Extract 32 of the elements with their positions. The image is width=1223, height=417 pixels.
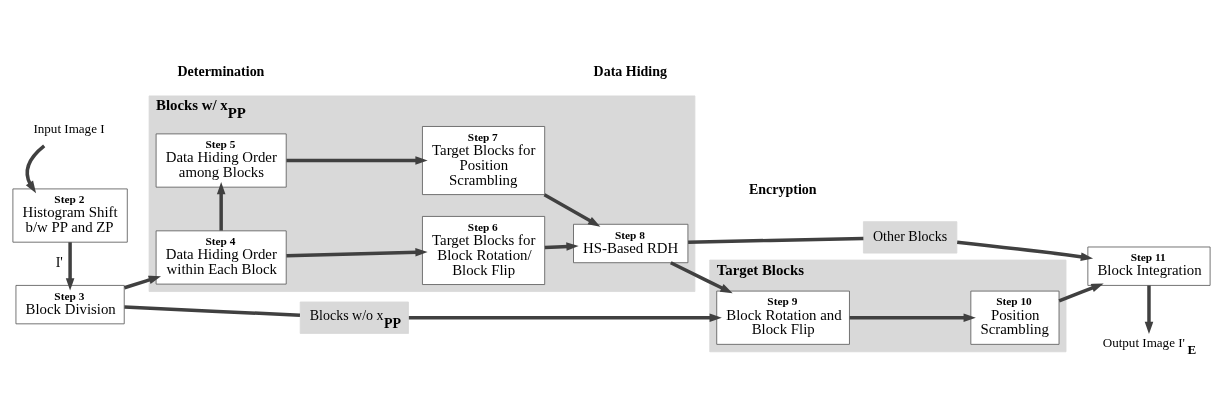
node-box: Step 4 Data Hiding Order within Each Block [155,229,287,285]
label: Determination [177,63,265,79]
arrow [957,240,1094,261]
connector [124,304,301,317]
node-box: Step 3 Block Division [15,284,125,324]
arrow [670,260,733,293]
node-box: Step 5 Data Hiding Order among Blocks [155,132,287,188]
arrow [849,312,976,322]
arrow [543,192,601,227]
node-box: Step 7 Target Blocks for Position Scrambling [422,125,546,195]
connector [688,236,864,244]
arrow [286,155,428,165]
edge-label: I' [55,254,63,270]
arrow [286,247,428,257]
arrow [123,275,161,289]
arrow [65,241,75,291]
node-box: Step 11 Block Integration [1087,246,1211,286]
node-text: Input Image I [33,120,105,136]
node-box: Other Blocks [863,220,958,254]
node-box: Step 8 HS-Based RDH [573,223,689,263]
node-box: Step 10 Position Scrambling [970,290,1060,345]
arrow [25,144,46,193]
node-box: Step 2 Histogram Shift b/w PP and ZP [12,188,128,243]
arrow [408,312,722,322]
node-box: Step 9 Block Rotation and Block Flip [716,290,850,345]
label: Encryption [749,181,817,197]
node-box: Step 6 Target Blocks for Block Rotation/ Block Flip [422,215,546,285]
arrow [1144,285,1154,334]
arrow [216,181,226,231]
label: Data Hiding [593,63,667,79]
arrow [544,241,579,251]
arrow [1058,283,1104,302]
